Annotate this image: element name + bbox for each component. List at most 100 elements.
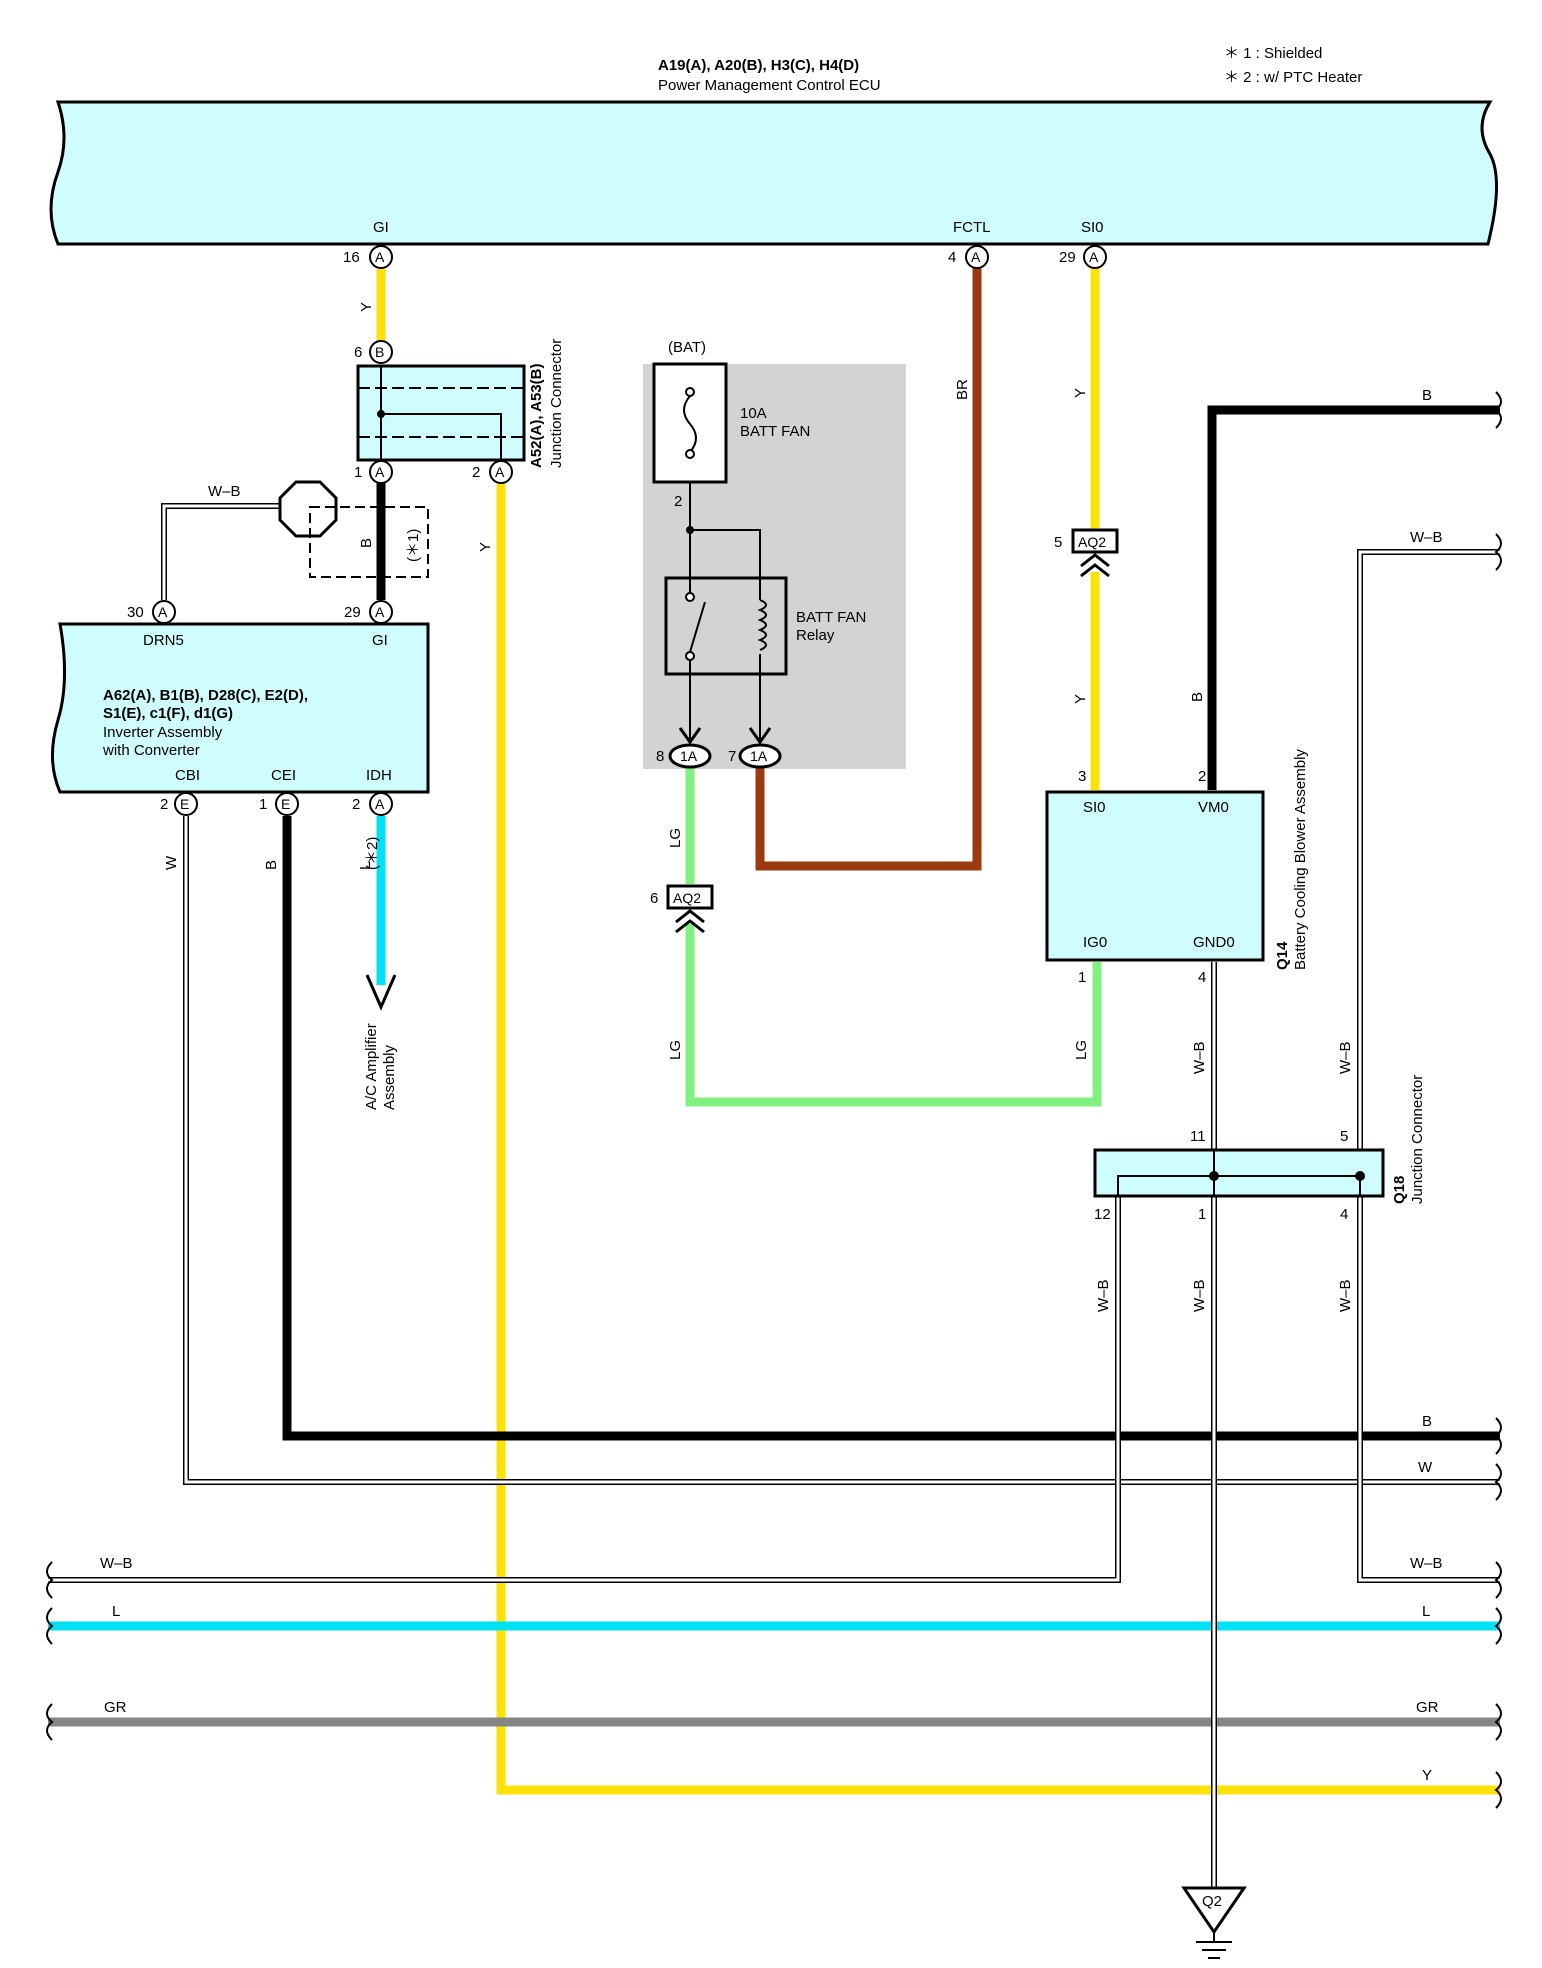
inv-pin-drn5-num: 30 <box>127 604 144 621</box>
inv-term-gi: GI <box>372 632 388 649</box>
wire-b-cei <box>282 816 1500 1441</box>
inverter-box <box>50 622 430 794</box>
inv-term-idh: IDH <box>366 767 392 784</box>
wire-wb-left-bus <box>48 1196 1121 1583</box>
aq2-upper-pin: 5 <box>1054 534 1062 551</box>
ecu-pin-fctl-letter: A <box>971 249 981 265</box>
ecu-pin-gi-letter: A <box>375 249 385 265</box>
ecu-subtitle: Power Management Control ECU <box>658 77 881 94</box>
fuse-line1: 10A <box>740 405 767 422</box>
inv-pin-idh-num: 2 <box>352 796 360 813</box>
label-b-vm0: B <box>1189 692 1206 702</box>
ac-amp-line1: A/C Amplifier <box>363 1023 380 1110</box>
inv-title-1: A62(A), B1(B), D28(C), E2(D), <box>103 687 308 704</box>
inv-pin-gi-num: 29 <box>344 604 361 621</box>
wire-lg-lower <box>685 924 1102 1107</box>
inv-pin-cei <box>275 792 299 816</box>
q18-pin-12: 12 <box>1094 1206 1111 1223</box>
ecu-pin-gi <box>369 245 393 269</box>
ground-q2-triangle <box>1181 1886 1247 1935</box>
relay-conn-7-label: 1A <box>750 748 768 764</box>
label-wb-right-bus: W–B <box>1410 1555 1443 1572</box>
label-w-cbi: W <box>163 855 180 870</box>
fuse-element <box>683 395 697 453</box>
arrow-ac-amp <box>365 974 397 1011</box>
label-lg-lower: LG <box>667 1040 684 1060</box>
blower-pin-gnd0: 4 <box>1198 969 1206 986</box>
ptc-note: (＊2) <box>364 837 381 870</box>
label-wb-q18-4: W–B <box>1337 1279 1354 1312</box>
ecu-pin-fctl-num: 4 <box>948 249 956 266</box>
label-b-right: B <box>1422 387 1432 404</box>
a52-pin-2 <box>489 460 513 484</box>
label-y-junction: Y <box>477 542 494 552</box>
inv-pin-idh <box>369 792 393 816</box>
junction-q18-box <box>1093 1148 1385 1198</box>
blower-pin-ig0: 1 <box>1078 969 1086 986</box>
label-l-left: L <box>112 1603 120 1620</box>
q18-subtitle: Junction Connector <box>1409 1075 1426 1204</box>
blower-term-si0: SI0 <box>1083 799 1106 816</box>
note-shielded: ＊ 1 : Shielded <box>1224 45 1322 62</box>
inv-pin-drn5 <box>152 600 176 624</box>
junction-a52-subtitle: Junction Connector <box>548 339 565 468</box>
inv-term-cei: CEI <box>271 767 296 784</box>
blower-box <box>1045 790 1265 962</box>
label-l-right: L <box>1422 1603 1430 1620</box>
label-wb-q18-12: W–B <box>1095 1279 1112 1312</box>
label-wb-left-bus: W–B <box>100 1555 133 1572</box>
label-y-si0-lower: Y <box>1072 694 1089 704</box>
q18-pin-5: 5 <box>1340 1128 1348 1145</box>
shield-note: (＊1) <box>405 529 422 562</box>
relay-conn-8 <box>668 743 712 769</box>
inv-term-cbi: CBI <box>175 767 200 784</box>
ecu-term-si0: SI0 <box>1081 219 1104 236</box>
blower-subtitle: Battery Cooling Blower Assembly <box>1292 749 1309 970</box>
ecu-term-gi: GI <box>373 219 389 236</box>
ecu-term-fctl: FCTL <box>953 219 991 236</box>
relay-line2: Relay <box>796 627 835 644</box>
label-wb-drn5: W–B <box>208 483 241 500</box>
fuse-line2: BATT FAN <box>740 423 810 440</box>
inv-title-2: S1(E), c1(F), d1(G) <box>103 705 233 722</box>
a52-pin-6-num: 6 <box>354 344 362 361</box>
note-ptc-heater: ＊ 2 : w/ PTC Heater <box>1224 69 1362 86</box>
aq2-upper <box>1071 528 1119 554</box>
label-b-bus: B <box>1422 1413 1432 1430</box>
a52-pin-1-letter: A <box>375 464 385 480</box>
ecu-pin-si0-num: 29 <box>1059 249 1076 266</box>
label-y-bus: Y <box>1422 1767 1432 1784</box>
label-lg-upper: LG <box>667 828 684 848</box>
label-y-si0-upper: Y <box>1072 388 1089 398</box>
relay-conn-7-num: 7 <box>728 748 736 765</box>
label-br: BR <box>954 379 971 400</box>
blower-code: Q14 <box>1274 941 1291 970</box>
ecu-pin-si0 <box>1083 245 1107 269</box>
ecu-box <box>49 100 1498 246</box>
label-y-gi: Y <box>358 302 375 312</box>
blower-term-ig0: IG0 <box>1083 934 1107 951</box>
a52-pin-2-num: 2 <box>472 464 480 481</box>
a52-pin-6-letter: B <box>375 344 384 360</box>
shield-octagon <box>278 480 338 538</box>
label-w-bus: W <box>1418 1459 1433 1476</box>
q18-pin-1: 1 <box>1198 1206 1206 1223</box>
inv-pin-cbi-num: 2 <box>160 796 168 813</box>
ecu-pin-gi-num: 16 <box>343 249 360 266</box>
label-b-gi: B <box>358 538 375 548</box>
inv-pin-gi <box>369 600 393 624</box>
wire-br <box>755 266 982 871</box>
label-wb-q18-5: W–B <box>1337 1041 1354 1074</box>
inv-pin-cbi <box>174 792 198 816</box>
aq2-lower-label: AQ2 <box>673 890 701 906</box>
relay-contact <box>689 601 706 653</box>
blower-term-vm0: VM0 <box>1198 799 1229 816</box>
a52-pin-6 <box>369 340 393 364</box>
blower-pin-si0: 3 <box>1078 768 1086 785</box>
aq2-upper-label: AQ2 <box>1078 534 1106 550</box>
inv-term-drn5: DRN5 <box>143 632 184 649</box>
ac-amp-line2: Assembly <box>381 1044 398 1110</box>
wire-b-vm0 <box>1207 405 1500 790</box>
relay-conn-7 <box>738 743 782 769</box>
